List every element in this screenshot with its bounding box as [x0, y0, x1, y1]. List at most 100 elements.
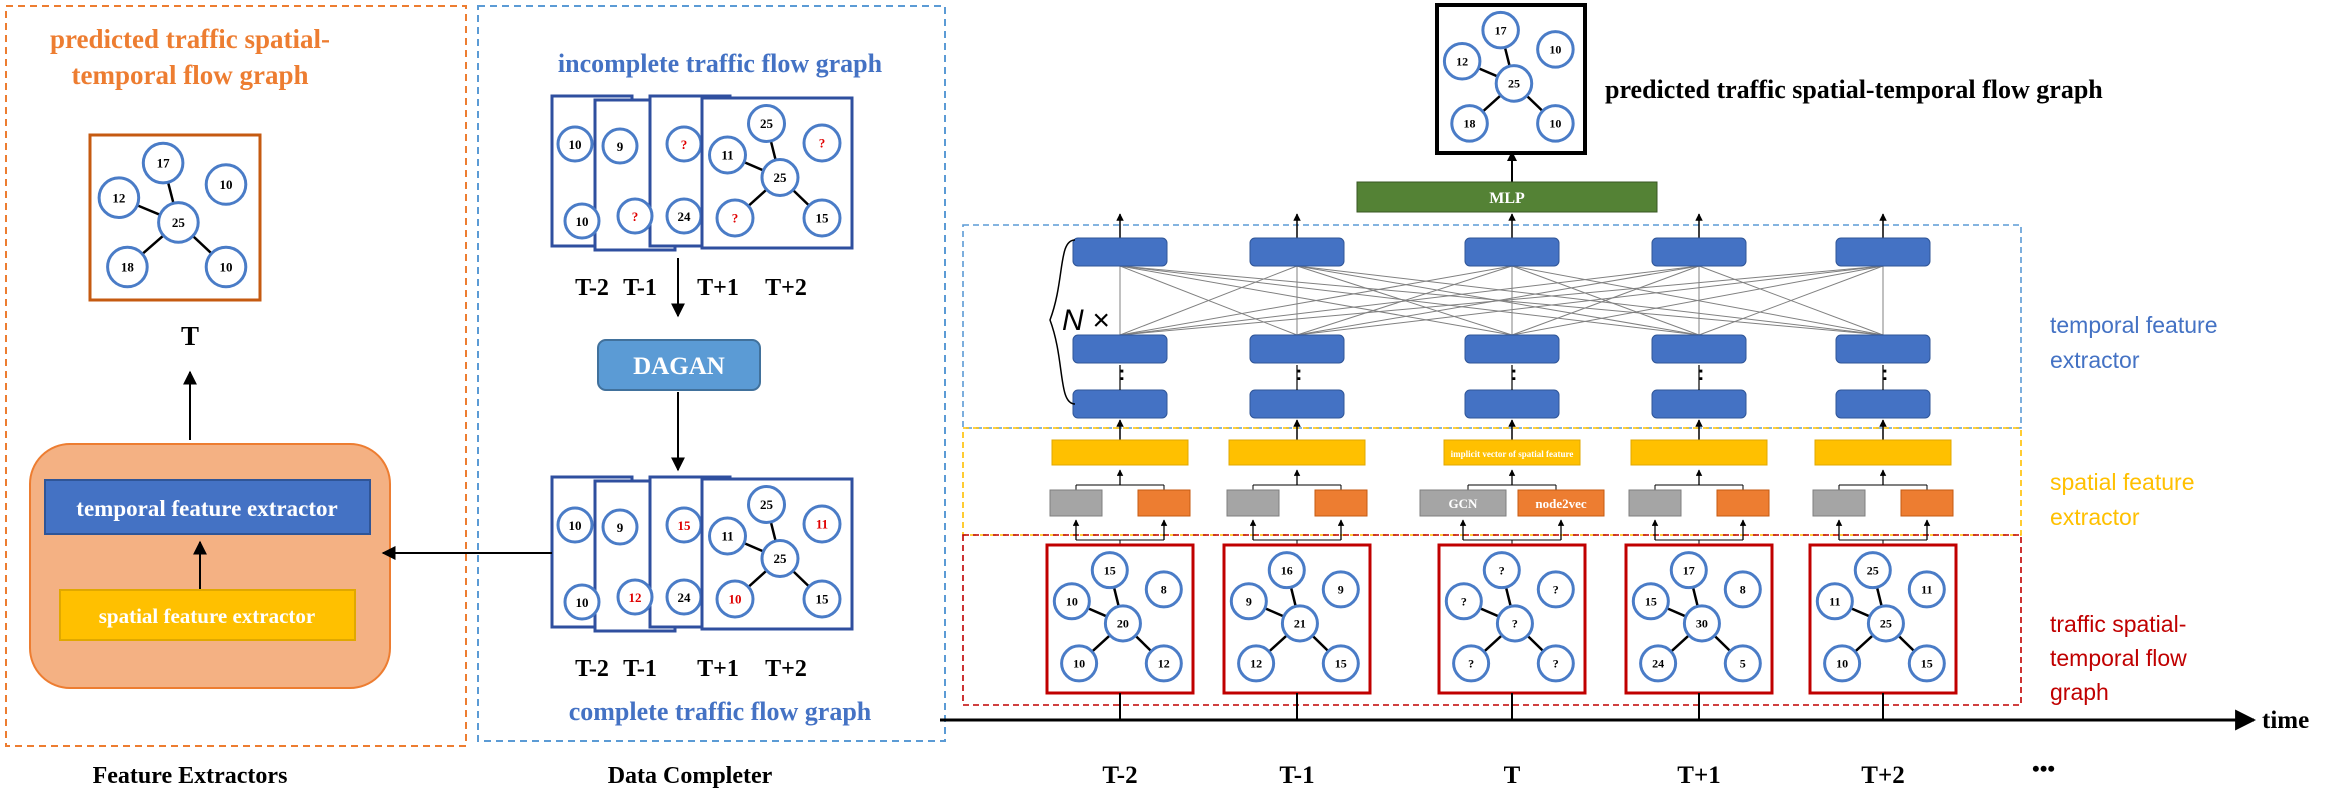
- temporal-block-2: [1464, 389, 1560, 419]
- graph-node-3: [1452, 644, 1491, 683]
- graph-node-0-value: 17: [157, 156, 171, 171]
- implicit-vector-bar: [1443, 439, 1581, 466]
- temporal-block-0: [1464, 237, 1560, 267]
- graph-node-0-value: 17: [1495, 23, 1507, 37]
- temporal-block-0: [1249, 237, 1345, 267]
- graph-node-2: [802, 123, 842, 163]
- dc-time-label-0: T-2: [575, 656, 609, 682]
- attention-link: [1119, 265, 1298, 336]
- traffic-label-line2: temporal flow: [2050, 645, 2187, 671]
- traffic-graph-2: ??????: [1437, 543, 1587, 695]
- graph-node-4-value: 5: [1740, 657, 1746, 671]
- ellipsis: •••: [2032, 756, 2055, 781]
- stub-node-value-0: 10: [569, 518, 582, 533]
- stub-node-value-3: 12: [629, 590, 642, 605]
- graph-node-3-value: 12: [1250, 657, 1262, 671]
- temporal-block-2: [1651, 389, 1747, 419]
- feature-extractors-border: [5, 5, 467, 747]
- attention-link: [1119, 265, 1513, 336]
- graph-node-1: [1444, 582, 1483, 621]
- implicit-vector-bar: [1814, 439, 1952, 466]
- dc-time-label-3: T+2: [765, 275, 807, 301]
- graph-node-center-value: ?: [1512, 617, 1518, 631]
- temporal-block-0: [1835, 237, 1931, 267]
- traffic-label-line3: graph: [2050, 679, 2109, 705]
- time-step-label: T+1: [1677, 762, 1720, 789]
- node2vec-label: node2vec: [1535, 496, 1587, 511]
- traffic-region-border: [962, 534, 2022, 706]
- temporal-block-1: [1249, 334, 1345, 364]
- graph-node-center-value: 25: [1508, 77, 1520, 91]
- temporal-block-1: [1835, 334, 1931, 364]
- graph-node-2: [802, 504, 842, 544]
- graph-node-0: [747, 104, 786, 143]
- graph-node-0-value: 15: [1104, 563, 1116, 577]
- model-top-output-label: predicted traffic spatial-temporal flow …: [1605, 75, 2103, 104]
- stub-node-1: [563, 583, 601, 621]
- graph-node-3-value: 10: [1836, 657, 1848, 671]
- graph-node-3-value: ?: [732, 211, 739, 226]
- graph-node-3: [1639, 644, 1678, 683]
- graph-node-1-value: 12: [112, 190, 125, 205]
- fe-temporal-label: temporal feature extractor: [76, 496, 337, 521]
- graph-node-center-value: 25: [774, 551, 788, 566]
- graph-node-2-value: 10: [220, 177, 233, 192]
- fe-title-line2: temporal flow graph: [72, 60, 309, 90]
- graph-node-center-value: 25: [1880, 617, 1892, 631]
- graph-node-center: [760, 539, 800, 578]
- graph-node-4: [802, 198, 842, 238]
- graph-node-3-value: 10: [1073, 657, 1085, 671]
- attention-link: [1296, 265, 1884, 336]
- graph-node-2: [1536, 30, 1575, 69]
- vdots: :: [1296, 363, 1303, 385]
- stub-node-value-0: 10: [569, 137, 582, 152]
- graph-node-1: [1229, 582, 1268, 621]
- attention-link: [1511, 265, 1884, 336]
- graph-node-1-value: 11: [721, 529, 733, 544]
- graph-node-3-value: 24: [1652, 657, 1664, 671]
- graph-node-3-value: 18: [121, 260, 135, 275]
- stub-node-0: [556, 506, 594, 544]
- graph-node-1: [708, 516, 747, 556]
- fe-spatial-box: [59, 589, 356, 641]
- temporal-block-0: [1072, 237, 1168, 267]
- temporal-block-1: [1072, 334, 1168, 364]
- node2vec-block: [1517, 489, 1605, 517]
- graph-node-4: [1536, 644, 1575, 683]
- node2vec-block: [1137, 489, 1191, 517]
- gcn-block: [1812, 489, 1866, 517]
- gcn-block: [1628, 489, 1682, 517]
- time-step-label: T+2: [1861, 762, 1904, 789]
- graph-node-0: [1267, 551, 1306, 590]
- graph-node-center: [1495, 604, 1534, 643]
- graph-node-2: [1321, 570, 1360, 609]
- mlp-box: [1356, 181, 1658, 213]
- graph-node-4: [204, 245, 248, 289]
- time-axis-label: time: [2262, 707, 2309, 734]
- stub-node-value-5: 24: [678, 590, 692, 605]
- graph-node-3: [1450, 104, 1489, 143]
- graph-node-0-value: ?: [1499, 563, 1505, 577]
- fe-temporal-box: [44, 479, 371, 535]
- dc-top-title: incomplete traffic flow graph: [558, 49, 883, 78]
- node2vec-block: [1716, 489, 1770, 517]
- graph-node-2: [1723, 570, 1762, 609]
- graph-node-1-value: 15: [1645, 594, 1657, 608]
- attention-link: [1698, 265, 1884, 336]
- graph-node-1-value: 11: [721, 148, 733, 163]
- implicit-vector-bar: [1228, 439, 1366, 466]
- graph-node-center: [760, 158, 800, 197]
- dc-time-label-0: T-2: [575, 275, 609, 301]
- stub-node-value-4: 15: [678, 518, 692, 533]
- dc-time-label-2: T+1: [697, 275, 739, 301]
- stub-node-value-1: 10: [576, 595, 589, 610]
